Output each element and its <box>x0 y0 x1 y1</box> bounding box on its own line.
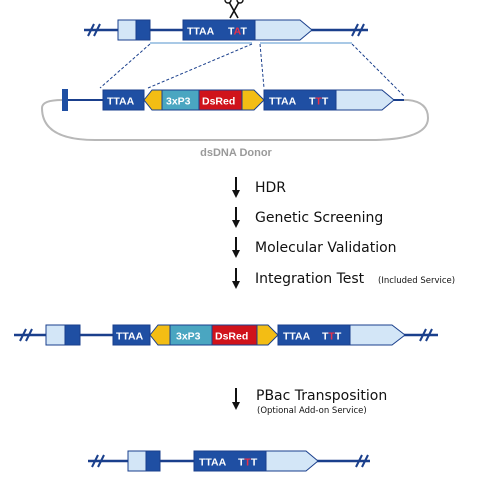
dash-guide-2 <box>147 43 253 89</box>
integrated-right-utr <box>349 324 406 346</box>
final-gene: TTAA TTT <box>88 450 370 472</box>
exon-1-utr <box>45 324 66 346</box>
final-exon-utr <box>265 450 319 472</box>
integrated-right-tr-arrow <box>256 324 279 346</box>
target-exon-utr <box>254 19 313 41</box>
integrated-3xp3-label: 3xP3 <box>176 331 201 343</box>
integrated-left-tr-arrow <box>149 324 171 346</box>
break-mark-left <box>91 454 105 468</box>
donor-left-end <box>62 89 68 111</box>
step-label: Genetic Screening <box>255 210 383 226</box>
target-gene: TTAA TAT <box>84 0 368 41</box>
break-mark-right <box>419 328 433 342</box>
integrated-right-label: TTAA <box>283 331 311 343</box>
step-note: (Optional Add-on Service) <box>257 406 367 416</box>
exon-1-utr <box>127 450 147 472</box>
dash-guide-1 <box>99 43 151 89</box>
donor-caption: dsDNA Donor <box>200 147 272 159</box>
donor-3xp3-label: 3xP3 <box>166 96 191 108</box>
plasmid-backbone-left <box>41 99 63 109</box>
dash-guide-4 <box>351 43 405 97</box>
step-label: Molecular Validation <box>255 240 397 256</box>
dash-guide-3 <box>259 43 265 89</box>
integrated-dsred-label: DsRed <box>215 331 248 343</box>
final-site-label: TTAA <box>199 457 227 469</box>
plasmid-backbone <box>41 99 430 141</box>
break-mark-left <box>19 328 33 342</box>
donor-right-tr-arrow <box>241 89 265 111</box>
break-mark-right <box>351 23 365 37</box>
donor-mutation-sequence: TTT <box>309 96 329 108</box>
step-label: Integration Test <box>255 271 365 287</box>
donor-right-label: TTAA <box>269 96 297 108</box>
exon-1-coding <box>64 324 81 346</box>
target-mutation-sequence: TAT <box>228 26 247 38</box>
exon-1-coding <box>145 450 161 472</box>
integrated-gene: TTAA 3xP3 DsRed TTAA TTT <box>14 324 438 346</box>
step-label: HDR <box>255 180 286 196</box>
donor-left-tr-arrow <box>143 89 163 111</box>
exon-1-coding <box>135 19 151 41</box>
donor-dsred-label: DsRed <box>202 96 235 108</box>
step-note: (Included Service) <box>378 276 455 286</box>
homology-guides <box>99 42 405 97</box>
step-integration-test: Integration Test (Included Service) <box>232 268 455 289</box>
donor-left-label: TTAA <box>107 96 135 108</box>
break-mark-right <box>355 454 369 468</box>
final-mutation-sequence: TTT <box>238 457 258 469</box>
integrated-left-label: TTAA <box>116 331 144 343</box>
step-hdr: HDR <box>232 177 286 198</box>
exon-1-utr <box>117 19 137 41</box>
step-label: PBac Transposition <box>256 388 387 404</box>
target-site-label: TTAA <box>187 26 215 38</box>
integrated-mutation-sequence: TTT <box>322 331 342 343</box>
dsdna-donor: TTAA 3xP3 DsRed TTAA TTT dsDNA Donor <box>41 89 430 159</box>
scissors-icon <box>224 0 244 19</box>
step-molecular-validation: Molecular Validation <box>232 237 397 258</box>
workflow-steps: HDR Genetic Screening Molecular Validati… <box>232 177 455 289</box>
donor-right-utr <box>335 89 395 111</box>
break-mark-left <box>87 23 101 37</box>
step-genetic-screening: Genetic Screening <box>232 207 383 228</box>
step-pbac-transposition: PBac Transposition (Optional Add-on Serv… <box>232 388 387 416</box>
